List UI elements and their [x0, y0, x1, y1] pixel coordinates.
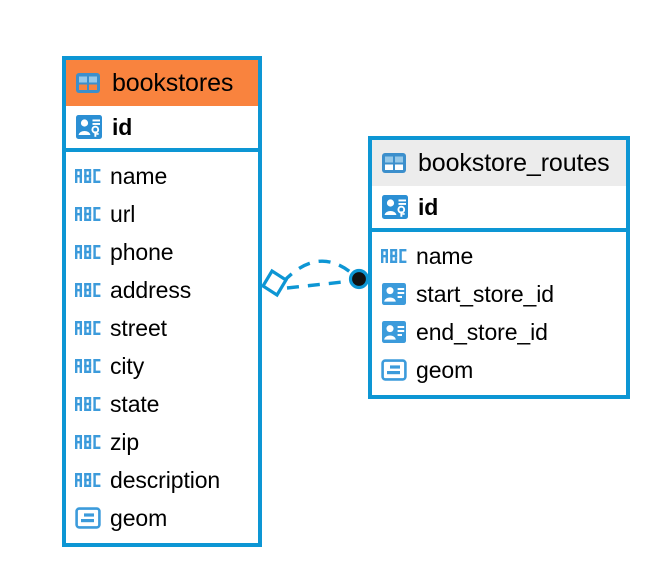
field-label-state: state — [110, 390, 160, 417]
table-icon — [75, 72, 101, 94]
text-type-icon — [75, 358, 101, 374]
field-row-url[interactable]: url — [66, 195, 258, 233]
field-row-geom[interactable]: geom — [66, 499, 258, 537]
text-type-icon — [75, 320, 101, 336]
foreign-key-icon — [381, 319, 407, 345]
field-row-name[interactable]: name — [66, 157, 258, 195]
text-type-icon — [381, 248, 407, 264]
field-row-name[interactable]: name — [372, 237, 626, 275]
field-label-end-store-id: end_store_id — [416, 318, 548, 345]
field-row-zip[interactable]: zip — [66, 423, 258, 461]
field-label-city: city — [110, 352, 145, 379]
text-type-icon — [75, 434, 101, 450]
field-row-description[interactable]: description — [66, 461, 258, 499]
field-label-zip: zip — [110, 428, 140, 455]
field-label-name: name — [416, 242, 474, 269]
field-label-id-bookstore-routes: id — [418, 193, 439, 220]
field-row-street[interactable]: street — [66, 309, 258, 347]
diamond-open-marker — [260, 268, 289, 298]
field-label-id-bookstores: id — [112, 113, 133, 140]
field-row-id-bookstores[interactable]: id — [66, 106, 258, 152]
text-type-icon — [75, 282, 101, 298]
field-row-geom[interactable]: geom — [372, 351, 626, 389]
relationship-line-end-store[interactable] — [286, 279, 353, 290]
primary-key-icon — [381, 193, 409, 221]
field-label-street: street — [110, 314, 167, 341]
geometry-type-icon — [75, 507, 101, 529]
text-type-icon — [75, 244, 101, 260]
field-row-phone[interactable]: phone — [66, 233, 258, 271]
text-type-icon — [75, 472, 101, 488]
relationship-line-start-store[interactable] — [281, 259, 358, 284]
entity-header-bookstores[interactable]: bookstores — [66, 60, 258, 106]
table-icon — [381, 152, 407, 174]
entity-title-bookstore-routes: bookstore_routes — [418, 148, 610, 177]
field-label-geom: geom — [416, 356, 474, 383]
field-list-bookstores: name — [66, 152, 258, 543]
field-list-bookstore-routes: name start_store_id — [372, 232, 626, 395]
entity-title-bookstores: bookstores — [112, 68, 234, 97]
field-label-address: address — [110, 276, 192, 303]
field-label-url: url — [110, 200, 136, 227]
entity-bookstores[interactable]: bookstores id — [62, 56, 262, 547]
field-label-phone: phone — [110, 238, 174, 265]
field-label-name: name — [110, 162, 168, 189]
field-row-state[interactable]: state — [66, 385, 258, 423]
text-type-icon — [75, 206, 101, 222]
field-label-description: description — [110, 466, 221, 493]
field-label-start-store-id: start_store_id — [416, 280, 554, 307]
text-type-icon — [75, 168, 101, 184]
field-row-id-bookstore-routes[interactable]: id — [372, 186, 626, 232]
field-label-geom: geom — [110, 504, 168, 531]
circle-filled-marker — [348, 268, 370, 290]
entity-bookstore-routes[interactable]: bookstore_routes id — [368, 136, 630, 399]
field-row-address[interactable]: address — [66, 271, 258, 309]
field-row-city[interactable]: city — [66, 347, 258, 385]
field-row-end-store-id[interactable]: end_store_id — [372, 313, 626, 351]
field-row-start-store-id[interactable]: start_store_id — [372, 275, 626, 313]
text-type-icon — [75, 396, 101, 412]
primary-key-icon — [75, 113, 103, 141]
geometry-type-icon — [381, 359, 407, 381]
foreign-key-icon — [381, 281, 407, 307]
entity-header-bookstore-routes[interactable]: bookstore_routes — [372, 140, 626, 186]
